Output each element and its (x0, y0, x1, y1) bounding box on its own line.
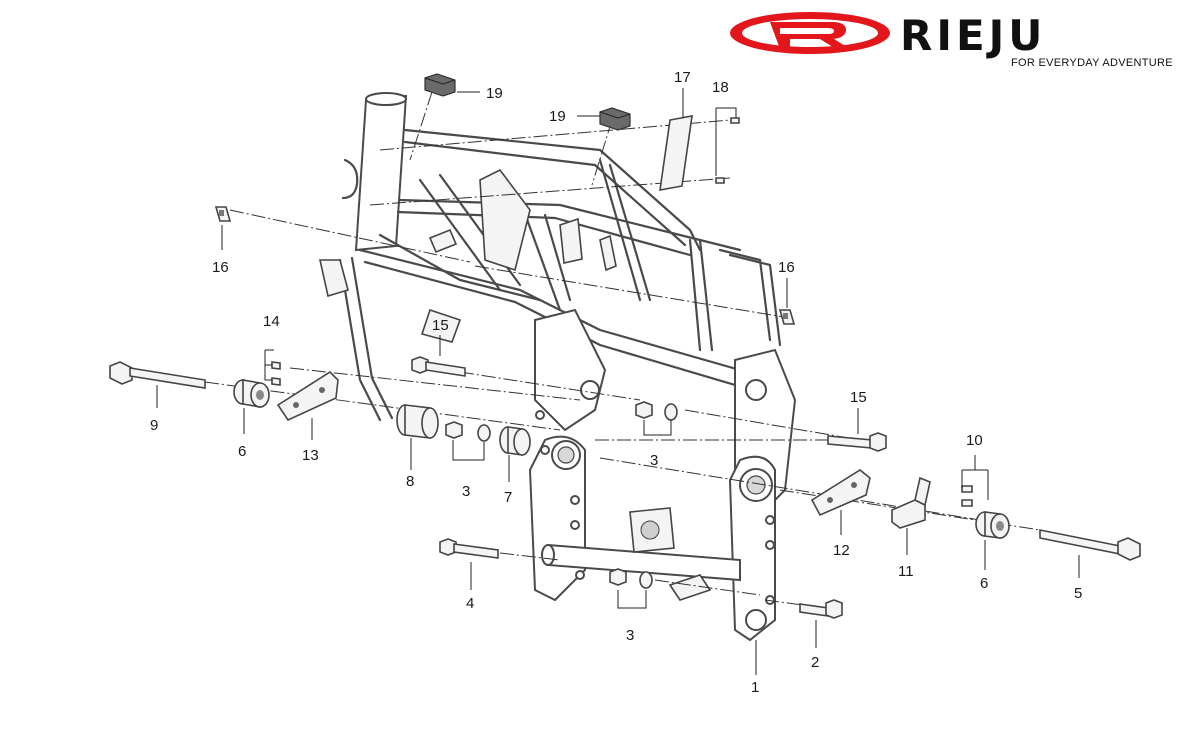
long-bolt-left (109, 361, 206, 389)
screws-right (961, 485, 973, 507)
rubber-cap-left (424, 73, 456, 97)
bolt-mount-right (827, 432, 887, 452)
callout-5: 5 (1074, 585, 1082, 602)
bushing-right (975, 511, 1010, 539)
main-frame (319, 92, 797, 642)
brand-name: RIEJU (900, 11, 1046, 60)
logo-r-mark-icon (770, 22, 850, 49)
callout-10: 10 (966, 432, 983, 449)
spacer-long (396, 404, 439, 439)
callout-7: 7 (504, 489, 512, 506)
callout-16-left: 16 (212, 259, 229, 276)
callout-2: 2 (811, 654, 819, 671)
callout-19-left: 19 (486, 85, 503, 102)
clip-nut-right (778, 309, 796, 325)
callout-13: 13 (302, 447, 319, 464)
callout-labels: 19 19 17 18 16 16 14 15 9 6 13 8 3 7 3 1… (150, 69, 1082, 696)
engine-bracket-left (276, 370, 339, 422)
callout-3-lower: 3 (626, 627, 634, 644)
callout-1: 1 (751, 679, 759, 696)
callout-15-right: 15 (850, 389, 867, 406)
callout-8: 8 (406, 473, 414, 490)
clip-nut-left (214, 206, 232, 222)
callout-3-left: 3 (462, 483, 470, 500)
collar (499, 426, 531, 456)
callout-6-right: 6 (980, 575, 988, 592)
engine-bracket-right (810, 469, 871, 517)
bushing-left (233, 379, 270, 408)
leader-lines (156, 88, 1080, 675)
callout-9: 9 (150, 417, 158, 434)
callout-3-middle: 3 (650, 452, 658, 469)
brand-logo: RIEJU FOR EVERYDAY ADVENTURE (730, 11, 1173, 69)
rivets (715, 117, 740, 184)
callout-14: 14 (263, 313, 280, 330)
screws-left (271, 361, 281, 386)
long-bolt-right (1039, 529, 1141, 561)
callout-6-left: 6 (238, 443, 246, 460)
nut-washer-group-a (445, 421, 491, 442)
callout-19-right: 19 (549, 108, 566, 125)
brand-tagline: FOR EVERYDAY ADVENTURE (1011, 57, 1173, 69)
identification-plate (659, 115, 693, 191)
callout-15-upper: 15 (432, 317, 449, 334)
nut-washer-group-b (635, 401, 678, 421)
callout-4: 4 (466, 595, 474, 612)
bolt-lower-left (439, 538, 499, 559)
callout-12: 12 (833, 542, 850, 559)
nut-washer-group-c (609, 568, 653, 589)
callout-11: 11 (898, 563, 914, 580)
bolt-mount-upper (411, 356, 466, 377)
bolt-lower-right (799, 599, 843, 619)
callout-18: 18 (712, 79, 729, 96)
callout-16-right: 16 (778, 259, 795, 276)
mount-bracket-small (891, 476, 931, 529)
callout-17: 17 (674, 69, 691, 86)
rubber-cap-right (599, 107, 631, 131)
